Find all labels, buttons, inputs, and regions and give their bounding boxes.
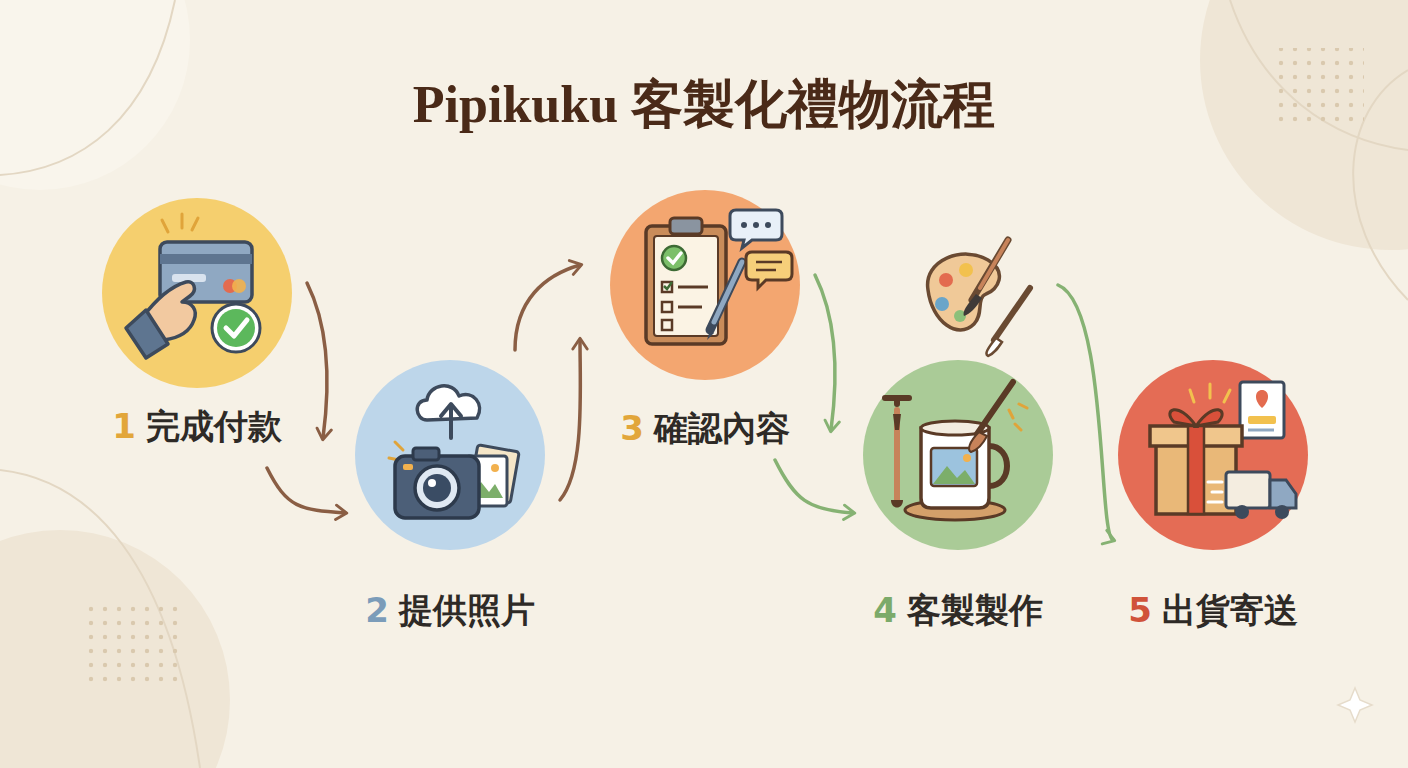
camera-icon	[355, 360, 545, 550]
step-node: 3確認內容	[610, 190, 800, 380]
arrow-stroke	[815, 275, 835, 430]
mug-icon	[863, 360, 1053, 550]
arrow-stroke	[267, 468, 345, 513]
step-node: 2提供照片	[355, 360, 545, 550]
step-title: 出貨寄送	[1162, 590, 1298, 630]
step-label: 5出貨寄送	[1128, 590, 1298, 631]
step-label: 2提供照片	[365, 590, 535, 631]
step-title: 確認內容	[654, 408, 790, 448]
step-node: 4客製製作	[863, 360, 1053, 550]
step-number: 2	[365, 590, 389, 630]
step-number: 3	[620, 408, 644, 448]
step-number: 4	[873, 590, 897, 630]
arrow-stroke	[775, 460, 853, 513]
step-number: 1	[112, 406, 136, 446]
step-circle	[355, 360, 545, 550]
payment-icon	[102, 198, 292, 388]
arrow-stroke	[560, 340, 580, 500]
arrow-stroke	[1058, 285, 1113, 540]
step-circle	[102, 198, 292, 388]
arrow-stroke	[307, 283, 327, 438]
step-label: 1完成付款	[112, 406, 282, 447]
shipping-icon	[1118, 360, 1308, 550]
arrow-stroke	[515, 265, 580, 350]
flow-arrow	[1058, 285, 1113, 540]
diagram-title: Pipikuku 客製化禮物流程	[0, 70, 1408, 140]
step-circle	[863, 360, 1053, 550]
step-number: 5	[1128, 590, 1152, 630]
step-title: 完成付款	[146, 406, 282, 446]
step-title: 提供照片	[399, 590, 535, 630]
step-node: 1完成付款	[102, 198, 292, 388]
step-circle	[610, 190, 800, 380]
step-node: 5出貨寄送	[1118, 360, 1308, 550]
step-circle	[1118, 360, 1308, 550]
step-label: 4客製製作	[873, 590, 1043, 631]
step-label: 3確認內容	[620, 408, 790, 449]
checklist-icon	[610, 190, 800, 380]
step-title: 客製製作	[907, 590, 1043, 630]
